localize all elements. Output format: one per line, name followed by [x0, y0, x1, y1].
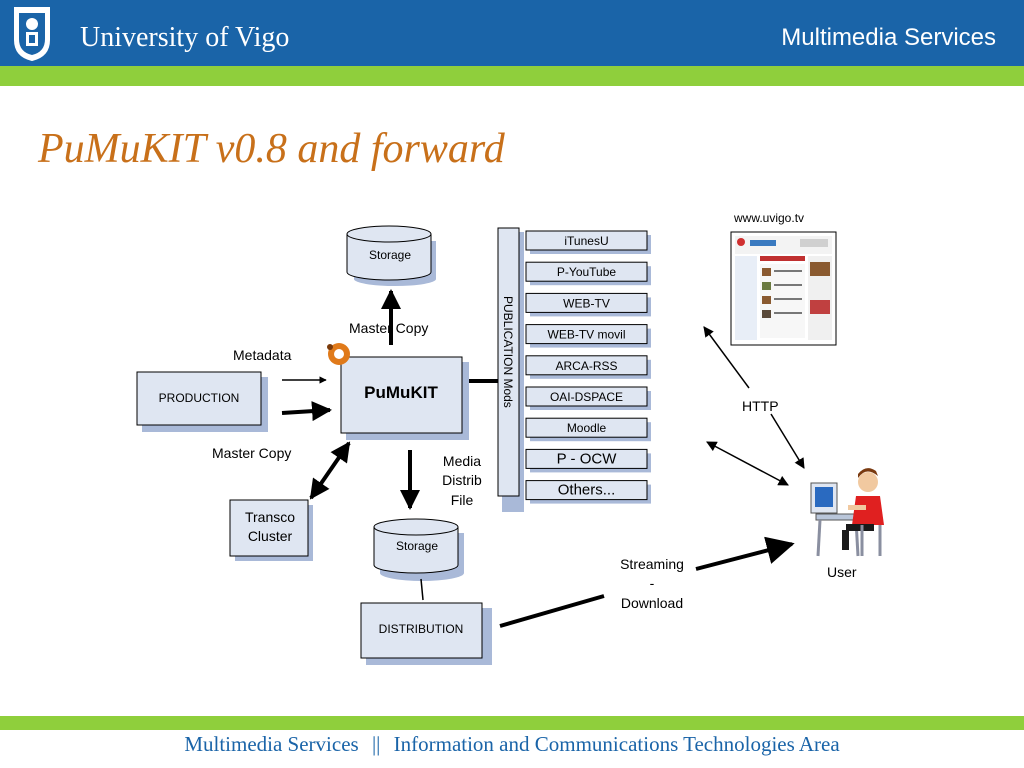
- publication-module-box: [525, 292, 648, 313]
- university-crest-icon: [14, 7, 50, 62]
- label-streaming-line1: Streaming: [620, 556, 684, 572]
- label-master-copy-top: Master Copy: [349, 320, 428, 336]
- publication-module-label: WEB-TV movil: [548, 328, 626, 342]
- production-box: PRODUCTION: [136, 371, 268, 432]
- distribution-label: DISTRIBUTION: [379, 622, 464, 636]
- pumukit-label: PuMuKIT: [364, 383, 438, 402]
- line-distribution-streaming: [499, 594, 605, 628]
- publication-module-label: Others...: [558, 482, 616, 499]
- arrow-streaming-user: [695, 536, 795, 571]
- footer-separator: ||: [371, 732, 381, 756]
- storage-top-cylinder: Storage: [346, 225, 436, 286]
- publication-module-box: [525, 386, 648, 407]
- transco-label-line1: Transco: [245, 509, 295, 525]
- label-url: www.uvigo.tv: [733, 211, 804, 225]
- publication-module-box: [525, 448, 648, 469]
- pumukit-box: PuMuKIT: [340, 356, 469, 440]
- arrow-modules-user: [706, 441, 789, 486]
- label-master-copy-left: Master Copy: [212, 445, 291, 461]
- publication-module-label: P-YouTube: [557, 265, 616, 279]
- label-http: HTTP: [742, 398, 779, 414]
- distribution-box: DISTRIBUTION: [360, 602, 492, 665]
- label-user: User: [827, 564, 857, 580]
- footer-accent-stripe: [0, 716, 1024, 730]
- storage-top-label: Storage: [369, 248, 411, 262]
- publication-module-label: ARCA-RSS: [555, 359, 617, 373]
- user-at-computer-icon: [810, 468, 884, 557]
- institution-title: University of Vigo: [80, 22, 290, 53]
- label-media-line2: Distrib: [442, 472, 482, 488]
- label-media-line3: File: [451, 492, 474, 508]
- header-accent-stripe: [0, 66, 1024, 86]
- publication-module-label: Moodle: [567, 421, 607, 435]
- department-title: Multimedia Services: [781, 24, 996, 51]
- publication-mods-bar: PUBLICATION Mods: [497, 227, 524, 512]
- label-media-line1: Media: [443, 453, 481, 469]
- publication-module-label: P - OCW: [557, 450, 618, 467]
- publication-module-label: iTunesU: [564, 234, 608, 248]
- header-bar: [0, 0, 1024, 66]
- transco-label-line2: Cluster: [248, 528, 293, 544]
- publication-module-box: [525, 355, 648, 376]
- pumukit-logo-icon: [327, 343, 350, 365]
- publication-mods-label: PUBLICATION Mods: [501, 296, 515, 408]
- website-thumbnail: [730, 231, 837, 346]
- footer-right: Information and Communications Technolog…: [393, 732, 840, 756]
- label-metadata: Metadata: [233, 347, 292, 363]
- footer-left: Multimedia Services: [184, 732, 359, 756]
- link-storage-distribution: [420, 578, 424, 601]
- connectors: [281, 289, 805, 628]
- label-streaming-line2: -: [650, 575, 655, 591]
- publication-module-box: [525, 324, 648, 345]
- publication-module-box: [525, 480, 648, 501]
- arrow-http-user: [770, 413, 805, 469]
- footer: Multimedia Services || Information and C…: [0, 732, 1024, 757]
- arrow-pumukit-transco: [309, 441, 351, 500]
- publication-module-box: [525, 417, 648, 438]
- publication-module-box: [525, 230, 648, 251]
- storage-bottom-cylinder: Storage: [373, 518, 464, 581]
- arrow-production-master: [281, 401, 332, 422]
- arrow-http-website: [703, 326, 750, 389]
- publication-module-label: OAI-DSPACE: [550, 390, 623, 404]
- storage-bottom-label: Storage: [396, 539, 438, 553]
- label-streaming-line3: Download: [621, 595, 683, 611]
- transco-cluster-box: Transco Cluster: [229, 499, 313, 561]
- publication-module-label: WEB-TV: [563, 296, 610, 310]
- publication-module-box: [525, 261, 648, 282]
- slide-title: PuMuKIT v0.8 and forward: [38, 126, 505, 172]
- production-label: PRODUCTION: [159, 391, 240, 405]
